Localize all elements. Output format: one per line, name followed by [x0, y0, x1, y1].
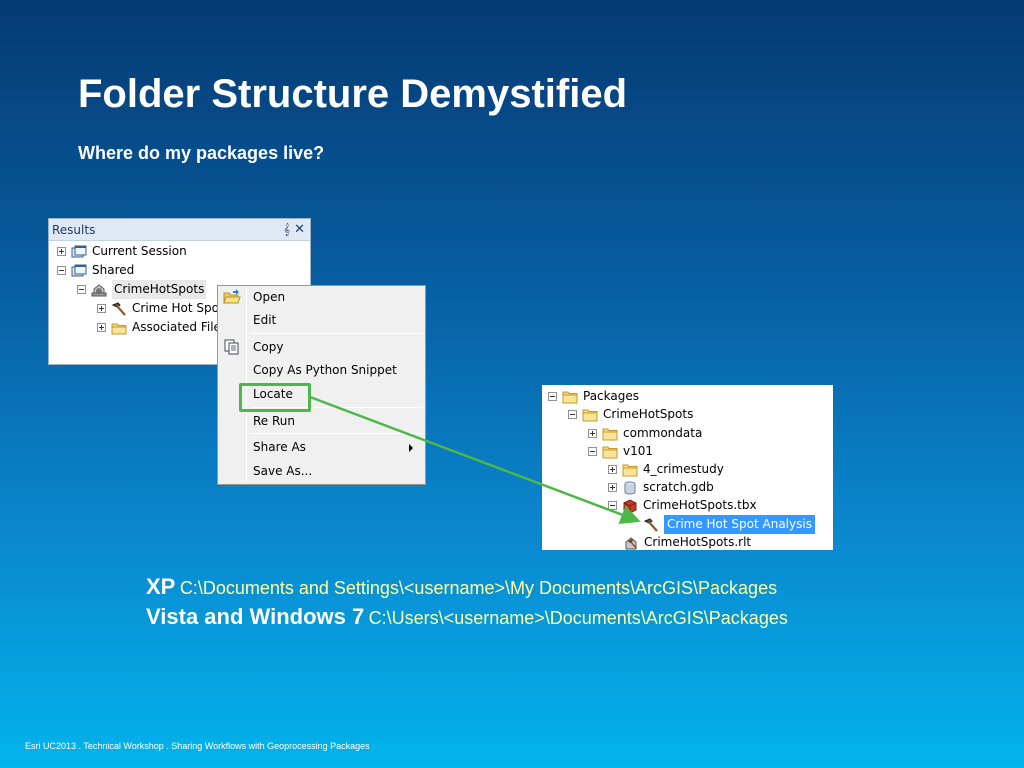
path-os-label: XP [146, 574, 176, 599]
catalog-item-packages[interactable]: Packages [548, 387, 639, 406]
menu-item-label: Save As... [253, 464, 313, 478]
pin-icon[interactable]: 𝄞 [283, 223, 290, 236]
open-folder-icon [223, 289, 241, 305]
tree-item-label: Crime Hot Spot Analysis [664, 515, 815, 534]
tree-item-label: Current Session [92, 244, 187, 258]
collapse-icon[interactable] [57, 266, 66, 275]
menu-item-label: Re Run [253, 414, 296, 428]
path-os-label: Vista and Windows 7 [146, 604, 365, 629]
menu-item-open[interactable]: Open [220, 286, 423, 308]
tree-item-associated-files[interactable]: Associated Files [97, 318, 227, 337]
expand-icon[interactable] [588, 429, 597, 438]
folder-icon [111, 321, 127, 335]
tree-item-label: Crime Hot Spots [132, 301, 230, 315]
results-title: Results [52, 223, 96, 237]
menu-item-label: Copy As Python Snippet [253, 363, 397, 377]
menu-item-locate[interactable]: Locate [220, 383, 423, 405]
catalog-item-crimehotspots-rlt[interactable]: CrimeHotSpots.rlt [623, 533, 751, 550]
tree-item-label: 4_crimestudy [643, 462, 724, 476]
toolbox-icon [622, 498, 638, 513]
results-titlebar: Results 𝄞 ✕ [49, 219, 310, 241]
catalog-item-crimehotspots[interactable]: CrimeHotSpots [568, 405, 693, 424]
tree-item-crimehotspots[interactable]: CrimeHotSpots [77, 280, 207, 299]
menu-item-label: Locate [253, 387, 293, 401]
menu-item-edit[interactable]: Edit [220, 309, 423, 331]
menu-item-label: Edit [253, 313, 277, 327]
catalog-item-commondata[interactable]: commondata [588, 424, 702, 443]
tree-item-shared[interactable]: Shared [57, 261, 134, 280]
catalog-item-4-crimestudy[interactable]: 4_crimestudy [608, 460, 724, 479]
collapse-icon[interactable] [548, 392, 557, 401]
menu-item-label: Share As [253, 440, 306, 454]
package-icon [91, 283, 107, 297]
copy-icon [223, 339, 241, 355]
tree-item-label: Associated Files [132, 320, 228, 334]
folder-icon [602, 427, 618, 441]
collapse-icon[interactable] [568, 410, 577, 419]
submenu-arrow-icon [409, 444, 413, 452]
session-icon [71, 264, 87, 278]
folder-icon [582, 408, 598, 422]
menu-item-re-run[interactable]: Re Run [220, 410, 423, 432]
geodatabase-icon [622, 481, 638, 495]
tree-item-crime-hot-spots[interactable]: Crime Hot Spots [97, 299, 230, 318]
tree-item-label: CrimeHotSpots [112, 280, 207, 299]
collapse-icon[interactable] [608, 501, 617, 510]
collapse-icon[interactable] [588, 447, 597, 456]
locate-highlight-box [239, 383, 311, 412]
menu-item-share-as[interactable]: Share As [220, 436, 423, 458]
path-value: C:\Documents and Settings\<username>\My … [179, 578, 778, 598]
path-line-vista-win7: Vista and Windows 7 C:\Users\<username>\… [146, 604, 788, 630]
tree-item-label: v101 [623, 444, 654, 458]
menu-item-copy[interactable]: Copy [220, 336, 423, 358]
slide-title: Folder Structure Demystified [78, 72, 628, 116]
hammer-tool-icon [111, 301, 127, 316]
close-icon[interactable]: ✕ [294, 222, 305, 237]
expand-icon[interactable] [97, 323, 106, 332]
folder-icon [602, 445, 618, 459]
folder-icon [562, 390, 578, 404]
tree-item-current-session[interactable]: Current Session [57, 242, 187, 261]
collapse-icon[interactable] [77, 285, 86, 294]
tree-item-label: CrimeHotSpots.rlt [644, 535, 752, 549]
catalog-item-crime-hot-spot-analysis[interactable]: Crime Hot Spot Analysis [643, 515, 815, 534]
menu-item-label: Open [253, 290, 286, 304]
expand-icon[interactable] [57, 247, 66, 256]
expand-icon[interactable] [608, 483, 617, 492]
slide-subtitle: Where do my packages live? [78, 143, 325, 163]
tree-item-label: Shared [92, 263, 135, 277]
tree-item-label: CrimeHotSpots.tbx [643, 498, 757, 512]
tree-item-label: Packages [583, 389, 639, 403]
catalog-item-v101[interactable]: v101 [588, 442, 653, 461]
expand-icon[interactable] [608, 465, 617, 474]
catalog-tree-panel: Packages CrimeHotSpots commondata v101 4… [542, 385, 833, 550]
expand-icon[interactable] [97, 304, 106, 313]
path-line-xp: XP C:\Documents and Settings\<username>\… [146, 574, 777, 600]
session-icon [71, 245, 87, 259]
tree-item-label: commondata [623, 426, 703, 440]
result-file-icon [623, 536, 639, 550]
menu-item-save-as[interactable]: Save As... [220, 460, 423, 482]
hammer-tool-icon [643, 517, 659, 532]
tree-item-label: CrimeHotSpots [603, 407, 694, 421]
catalog-item-crimehotspots-tbx[interactable]: CrimeHotSpots.tbx [608, 496, 757, 515]
menu-separator [250, 333, 423, 334]
catalog-item-scratch-gdb[interactable]: scratch.gdb [608, 478, 714, 497]
menu-separator [250, 433, 423, 434]
tree-item-label: scratch.gdb [643, 480, 714, 494]
slide-footer: Esri UC2013 . Technical Workshop . Shari… [25, 741, 370, 751]
menu-item-copy-as-python-snippet[interactable]: Copy As Python Snippet [220, 359, 423, 381]
path-value: C:\Users\<username>\Documents\ArcGIS\Pac… [368, 608, 788, 628]
folder-icon [622, 463, 638, 477]
menu-item-label: Copy [253, 340, 284, 354]
